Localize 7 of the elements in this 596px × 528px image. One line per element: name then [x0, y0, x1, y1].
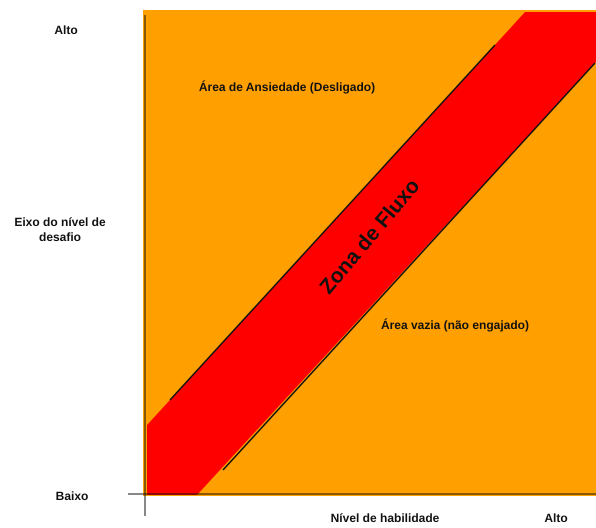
- axis-label: Baixo: [54, 489, 90, 505]
- axis-label: Alto: [53, 23, 79, 39]
- axis-title: Eixo do nível de desafio: [13, 214, 107, 246]
- axis-label: Alto: [543, 511, 569, 527]
- region-label: Área de Ansiedade (Desligado): [198, 80, 376, 96]
- axis-title: Nível de habilidade: [330, 511, 440, 527]
- region-label: Área vazia (não engajado): [380, 318, 530, 334]
